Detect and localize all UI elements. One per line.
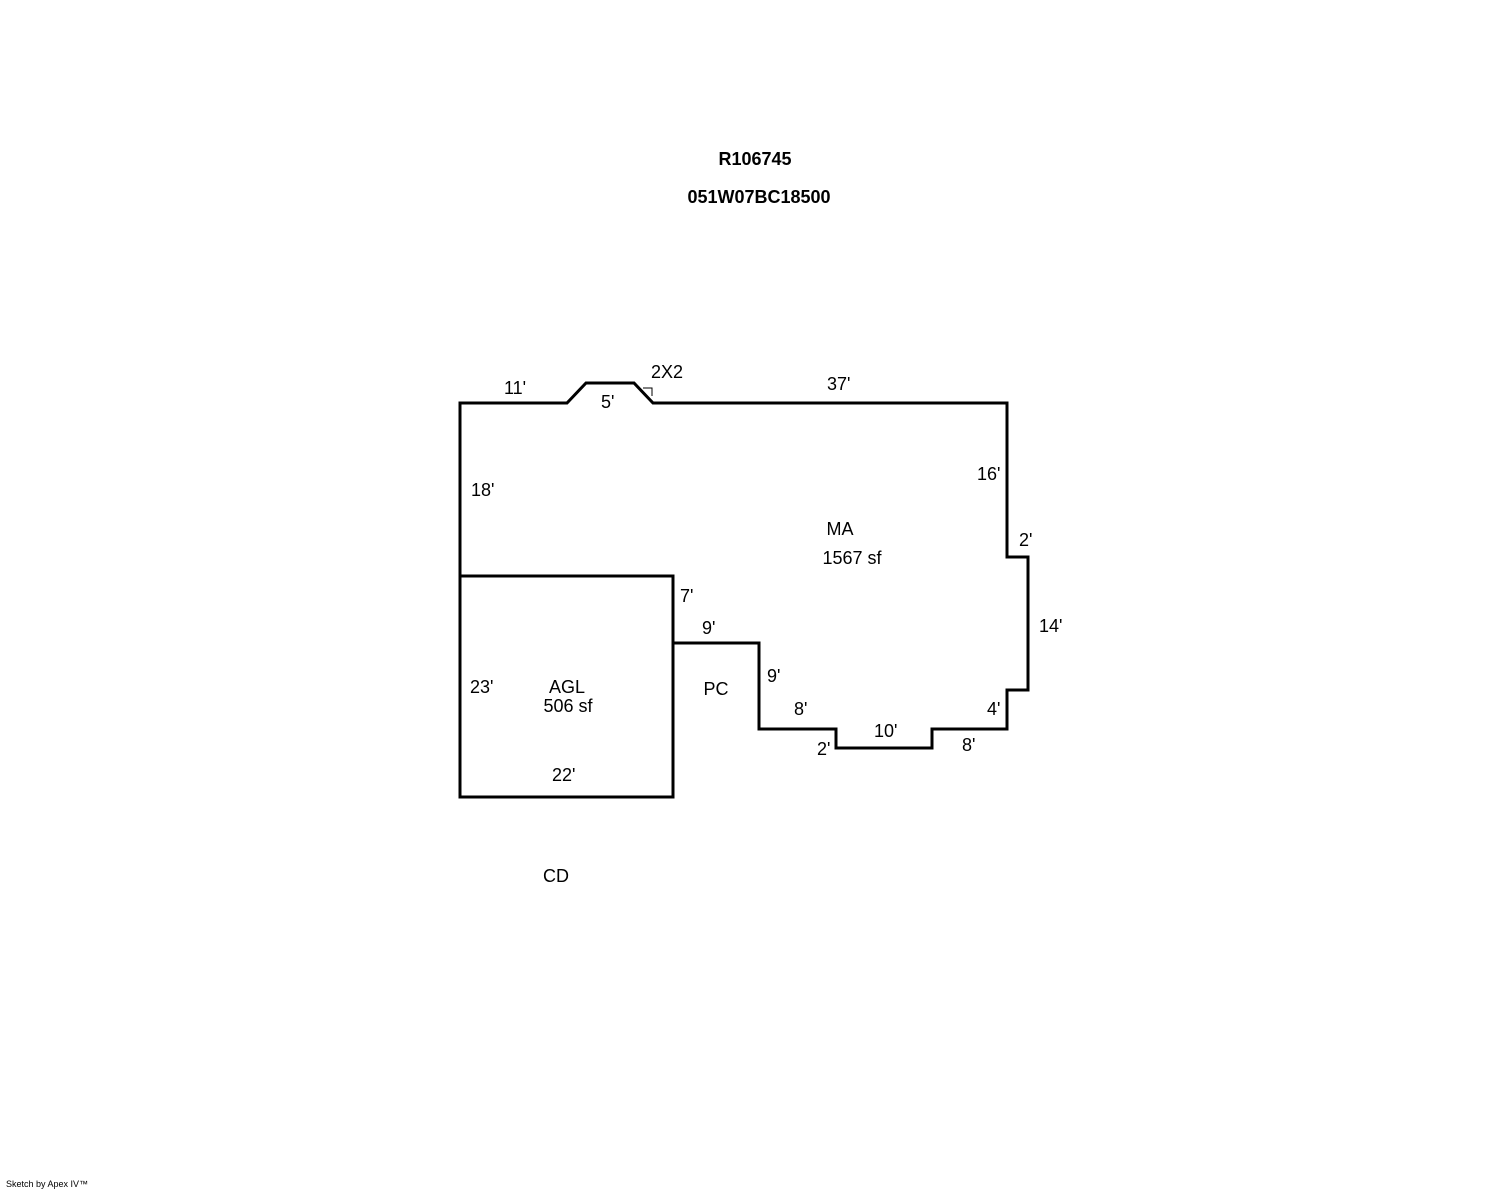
sketch-credit: Sketch by Apex IV™ [6, 1179, 89, 1189]
dim-garage-right: 7' [680, 586, 694, 606]
deck-code: CD [543, 866, 569, 886]
dim-top-left: 11' [504, 378, 527, 398]
dim-garage-bottom: 22' [552, 765, 576, 785]
dim-bay: 5' [601, 392, 615, 412]
dim-porch-horizontal: 9' [702, 618, 716, 638]
garage-outline [458, 574, 675, 799]
dim-right-upper: 16' [977, 464, 1001, 484]
porch-code: PC [703, 679, 729, 699]
main-area-code: MA [826, 519, 854, 539]
dim-right-bottom-jog: 4' [987, 699, 1001, 719]
map-tax-lot: 051W07BC18500 [687, 187, 831, 207]
bay-marker [643, 387, 653, 396]
dim-right-jog: 2' [1019, 530, 1033, 550]
main-area-size: 1567 sf [822, 548, 882, 568]
dim-bottom-left: 8' [794, 699, 808, 719]
dim-right-lower: 14' [1039, 616, 1063, 636]
dim-porch-vertical: 9' [767, 666, 781, 686]
dim-garage-left: 23' [470, 677, 494, 697]
garage-code: AGL [548, 677, 586, 697]
dim-left-upper: 18' [471, 480, 495, 500]
account-number: R106745 [718, 149, 792, 169]
dim-bottom-step: 2' [817, 739, 831, 759]
garage-size: 506 sf [543, 696, 593, 716]
dim-bottom-right: 8' [962, 735, 976, 755]
dim-bottom-mid: 10' [874, 721, 898, 741]
dim-top-right: 37' [827, 374, 851, 394]
dim-bay-note: 2X2 [651, 362, 684, 382]
main-area-outline [458, 381, 1030, 750]
